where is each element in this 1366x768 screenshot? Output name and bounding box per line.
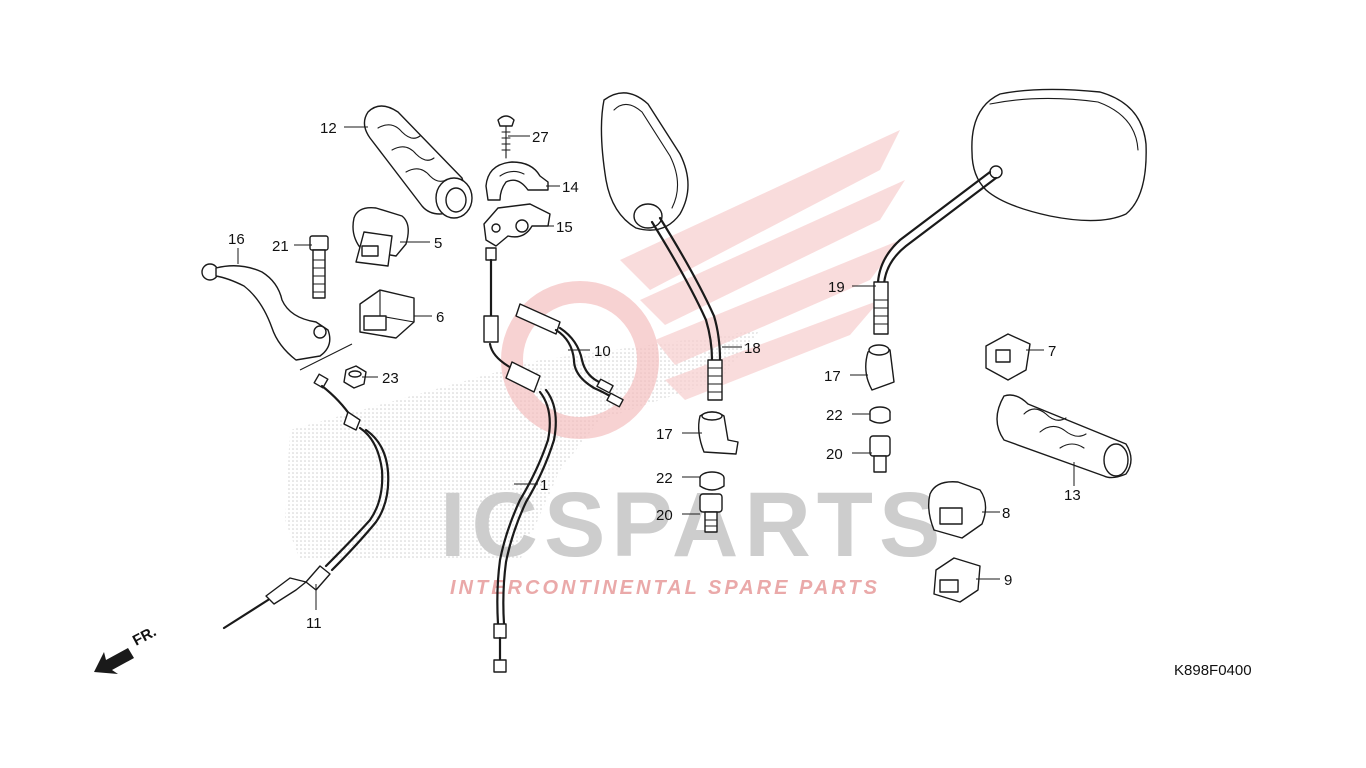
part-20-bolt-right: [869, 435, 891, 473]
part-16-lever: [201, 263, 331, 361]
callout-13: 13: [1064, 487, 1081, 504]
front-arrow-icon: [94, 648, 134, 674]
part-7-clip: [985, 333, 1031, 381]
part-1-cable: [483, 247, 557, 673]
leader-lines: [237, 126, 1075, 610]
watermark-tagline: INTERCONTINENTAL SPARE PARTS: [450, 577, 880, 599]
diagram-code: K898F0400: [1174, 662, 1252, 679]
callout-10: 10: [594, 343, 611, 360]
part-19-mirror: [873, 88, 1147, 335]
part-6-switch: [359, 289, 415, 339]
callout-15: 15: [556, 219, 573, 236]
part-20-bolt-left: [699, 493, 723, 533]
callout-12: 12: [320, 120, 337, 137]
part-21-bolt: [309, 235, 329, 299]
callout-16: 16: [228, 231, 245, 248]
part-9-switch: [933, 557, 981, 603]
part-17-boot-left: [697, 411, 739, 455]
part-22-nut-right: [869, 406, 891, 424]
callout-23: 23: [382, 370, 399, 387]
watermark: ICSPARTS INTERCONTINENTAL SPARE PARTS: [285, 130, 946, 599]
part-14-throttle-cover: [485, 161, 549, 201]
callout-17-right: 17: [824, 368, 841, 385]
callout-9: 9: [1004, 572, 1012, 589]
callout-1: 1: [540, 477, 548, 494]
part-12-left-grip: [363, 105, 473, 219]
callout-19: 19: [828, 279, 845, 296]
part-11-cable: [222, 373, 390, 630]
part-8-switch: [927, 481, 987, 539]
callout-11: 11: [306, 615, 322, 632]
part-18-mirror: [600, 92, 723, 401]
part-27-screw: [497, 115, 515, 159]
callout-18: 18: [744, 340, 761, 357]
part-10-wire: [515, 303, 624, 408]
part-17-boot-right: [865, 344, 895, 391]
callout-17-left: 17: [656, 426, 673, 443]
callout-20-left: 20: [656, 507, 673, 524]
callout-8: 8: [1002, 505, 1010, 522]
callout-20-right: 20: [826, 446, 843, 463]
front-marker-label: FR.: [130, 623, 159, 649]
callout-22-right: 22: [826, 407, 843, 424]
watermark-wing-red: [501, 130, 905, 439]
part-13-right-grip: [996, 394, 1132, 479]
callout-21: 21: [272, 238, 289, 255]
part-15-throttle-housing: [483, 203, 551, 247]
front-direction-marker: FR.: [94, 623, 159, 674]
watermark-brand: ICSPARTS: [440, 474, 946, 576]
callout-22-left: 22: [656, 470, 673, 487]
callout-27: 27: [532, 129, 549, 146]
callout-labels: 12 27 14 15 5 16 21 6 23 10 1 11 18 17 2…: [228, 120, 1081, 632]
callout-14: 14: [562, 179, 579, 196]
part-22-nut-left: [699, 471, 725, 491]
part-23-nut: [299, 343, 367, 389]
callout-7: 7: [1048, 343, 1056, 360]
part-5-switch: [352, 207, 409, 267]
callout-6: 6: [436, 309, 444, 326]
callout-5: 5: [434, 235, 442, 252]
